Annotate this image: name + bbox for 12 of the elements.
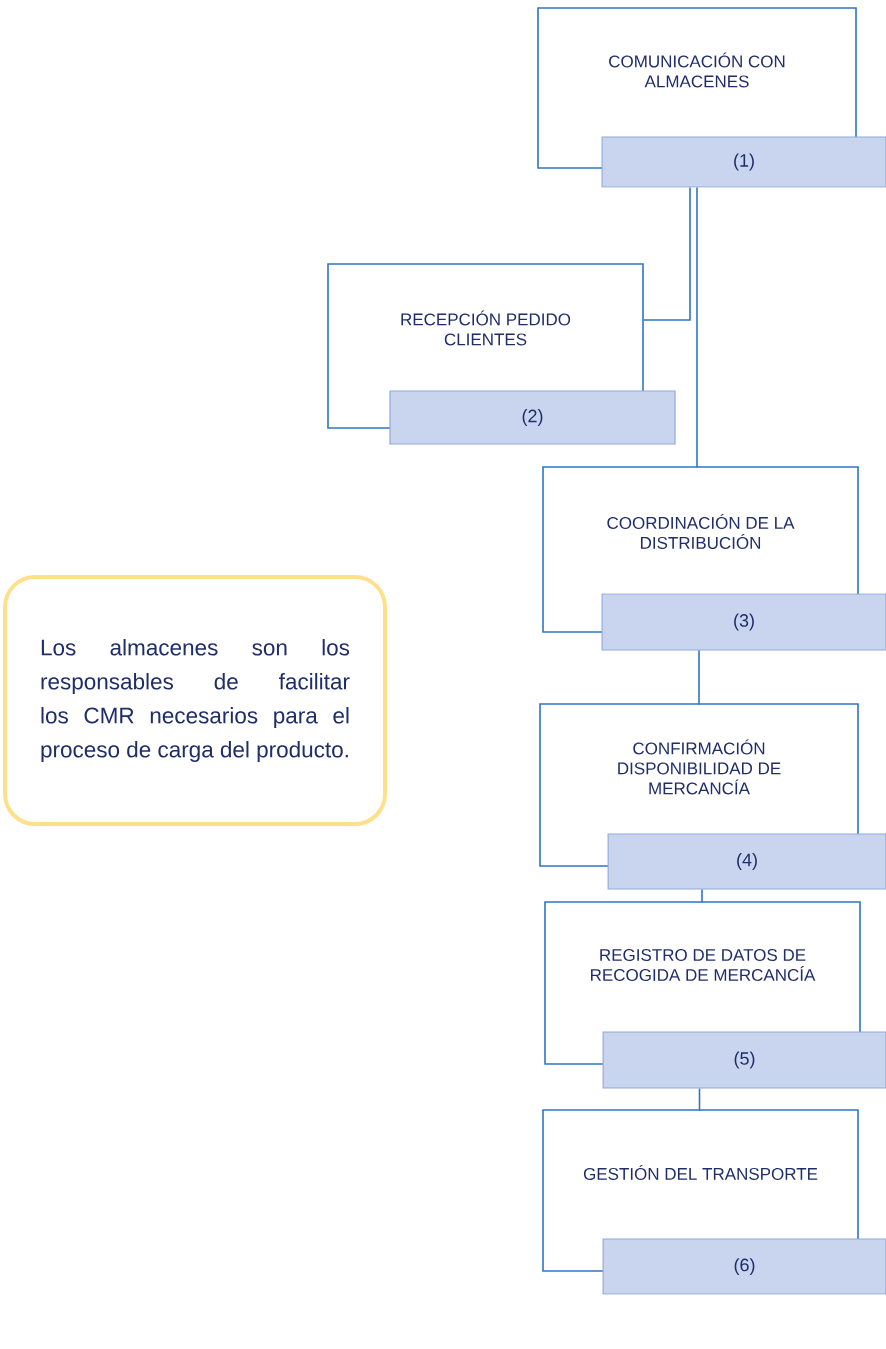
step-number-tab: (3) [601,593,886,651]
step-number-tab: (5) [602,1031,886,1089]
step-number-tab: (2) [389,390,676,445]
connector-line [696,186,698,469]
note-box: Los almacenes son los responsables de facilitar los CMR necesarios para el proceso de carga del producto. [3,575,387,826]
connector-line [698,649,700,706]
connector-line [643,186,691,321]
step-number-tab: (6) [602,1238,886,1295]
step-number-tab: (4) [607,833,886,890]
connector-line [698,1087,701,1112]
connector-line [701,888,703,904]
step-number-tab: (1) [601,136,886,188]
